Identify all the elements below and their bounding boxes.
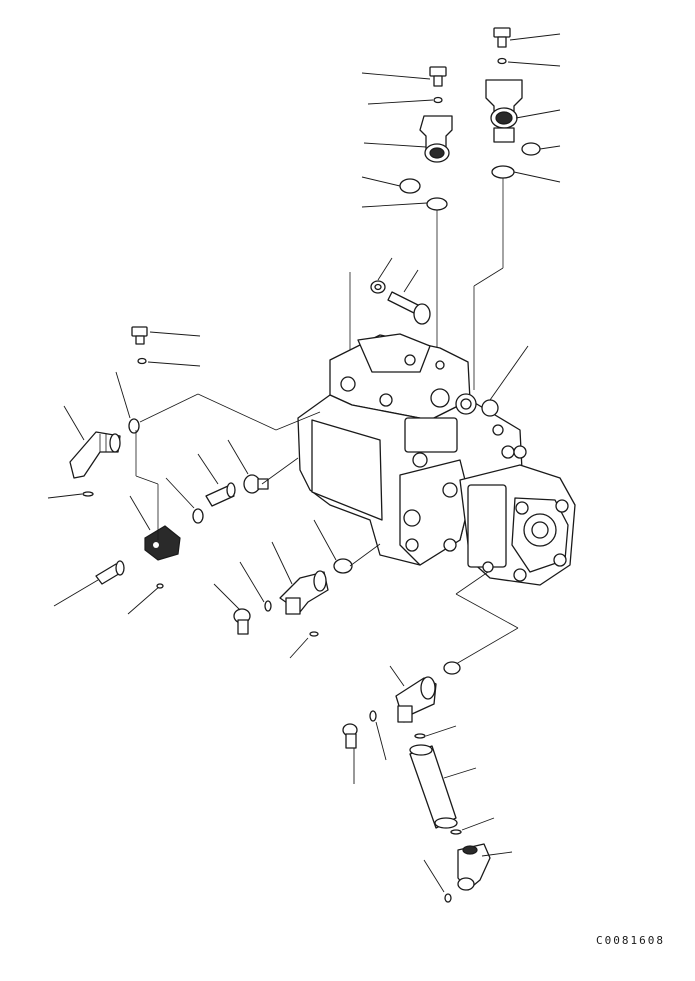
dark-block-fitting[interactable]	[144, 525, 181, 561]
bolt-bottom-left[interactable]	[342, 723, 358, 749]
main-pump-assembly[interactable]	[297, 333, 576, 586]
assembly-lines	[135, 393, 519, 665]
tee-fitting-center[interactable]	[279, 570, 329, 615]
elbow-fitting-top-right[interactable]	[485, 79, 523, 143]
tee-fitting-bottom[interactable]	[395, 676, 437, 723]
elbow-fitting-top-center[interactable]	[419, 115, 453, 163]
bolt-top-right[interactable]	[493, 27, 511, 48]
o-ring-filter[interactable]	[450, 829, 462, 835]
elbow-hose-fitting-left[interactable]	[69, 431, 121, 479]
o-ring-bottom-upper[interactable]	[443, 661, 461, 675]
hydraulic-filter-body[interactable]	[409, 744, 458, 829]
washer-left[interactable]	[137, 357, 147, 365]
relief-valve-plug[interactable]	[205, 482, 236, 507]
o-ring-top-center-small[interactable]	[399, 178, 421, 194]
o-ring-left-upper[interactable]	[128, 418, 140, 434]
o-ring-left-small[interactable]	[82, 491, 94, 497]
o-ring-small-center[interactable]	[264, 600, 272, 612]
o-ring-top-right[interactable]	[491, 165, 515, 179]
drawing-number: C0081608	[596, 934, 665, 947]
washer-top-right[interactable]	[497, 57, 507, 65]
washer-top-center[interactable]	[433, 96, 443, 104]
banjo-bolt[interactable]	[243, 474, 269, 494]
o-ring-flat-bottom[interactable]	[414, 733, 426, 739]
o-ring-small-bottom[interactable]	[369, 710, 377, 722]
elbow-fitting-bottom[interactable]	[457, 843, 491, 891]
o-ring-center-left[interactable]	[192, 508, 204, 524]
plug-left-lower[interactable]	[95, 560, 125, 585]
bolt-top-center[interactable]	[429, 66, 447, 87]
o-ring-pump-front[interactable]	[333, 558, 353, 574]
o-ring-top-center[interactable]	[426, 197, 448, 211]
bolt-left[interactable]	[131, 326, 148, 345]
bolt-center-left[interactable]	[233, 608, 251, 635]
o-ring-bottom-last[interactable]	[444, 893, 452, 903]
bolt-mid[interactable]	[387, 291, 431, 325]
o-ring-top-right-small[interactable]	[521, 142, 541, 156]
leader-lines-top	[361, 33, 561, 390]
o-ring-tiny[interactable]	[309, 631, 319, 637]
